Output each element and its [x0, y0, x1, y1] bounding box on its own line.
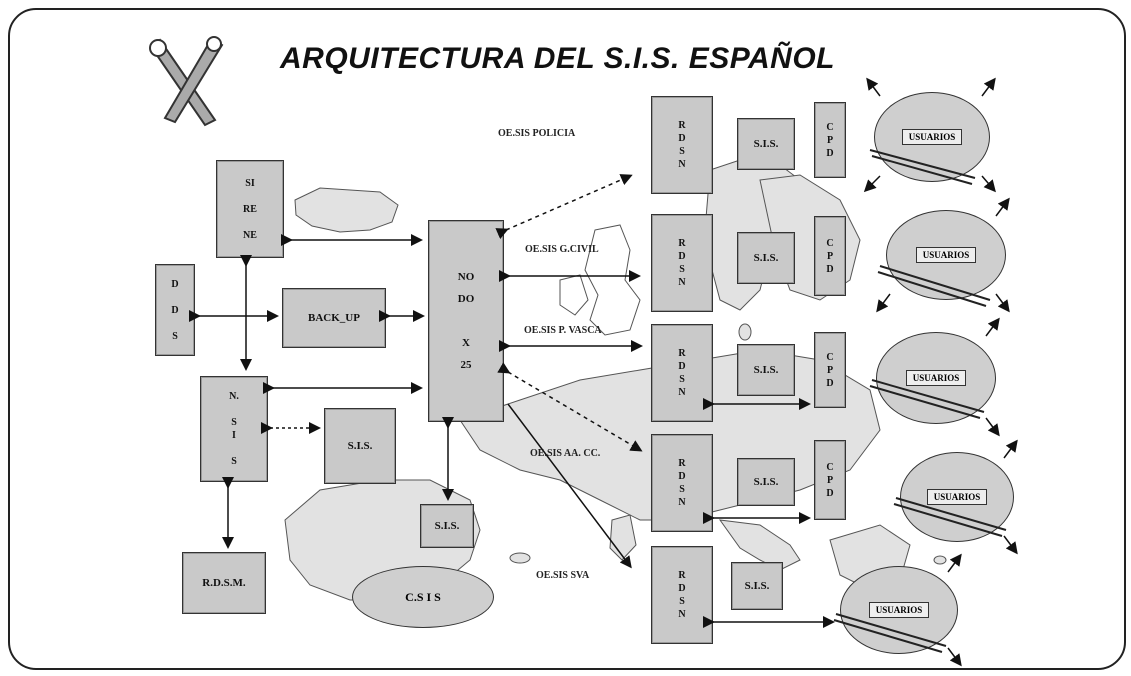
dds-box: D D S	[155, 264, 195, 356]
sis-center-box: S.I.S.	[324, 408, 396, 484]
channel-label: OE.SIS G.CIVIL	[525, 244, 599, 255]
csis-ellipse: C.S I S	[352, 566, 494, 628]
sis-box: S.I.S.	[737, 118, 795, 170]
backup-box: BACK_UP	[282, 288, 386, 348]
sis-box: S.I.S.	[737, 344, 795, 396]
sis-box: S.I.S.	[731, 562, 783, 610]
channel-label: OE.SIS SVA	[536, 570, 590, 581]
rdsm-box: R.D.S.M.	[182, 552, 266, 614]
sis-box: S.I.S.	[737, 232, 795, 284]
channel-label: OE.SIS AA. CC.	[530, 448, 601, 459]
usuarios-ellipse: USUARIOS	[876, 332, 996, 424]
channel-label: OE.SIS P. VASCA	[524, 325, 602, 336]
channel-label: OE.SIS POLICIA	[498, 128, 576, 139]
sirene-box: SI RE NE	[216, 160, 284, 258]
sis-lower-box: S.I.S.	[420, 504, 474, 548]
page-title: ARQUITECTURA DEL S.I.S. ESPAÑOL	[280, 42, 835, 75]
usuarios-ellipse: USUARIOS	[886, 210, 1006, 300]
sis-box: S.I.S.	[737, 458, 795, 506]
